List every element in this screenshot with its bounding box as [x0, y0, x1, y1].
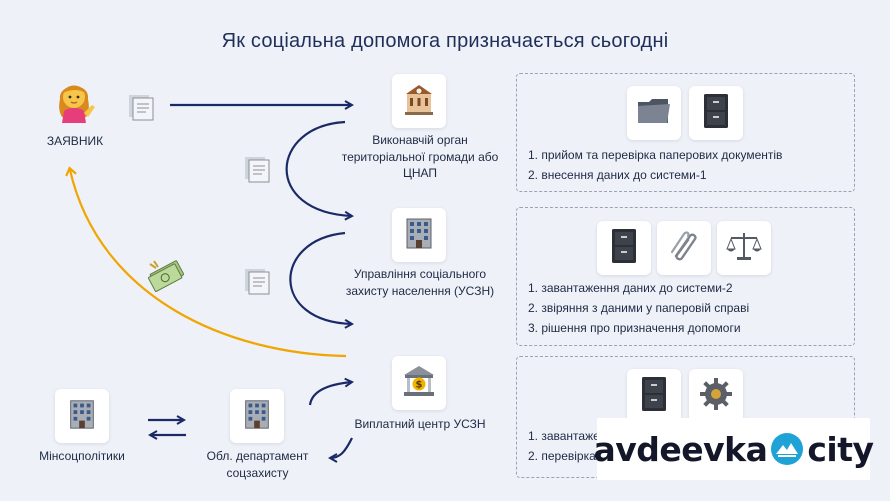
payment-center-tile: $ [392, 356, 446, 410]
step-item: 2. перевірка [528, 449, 596, 463]
steps-group-2 [516, 207, 855, 346]
applicant-label: ЗАЯВНИК [46, 134, 104, 148]
cabinet-tile [689, 86, 743, 140]
step-item: 2. внесення даних до системи-1 [528, 168, 707, 182]
office-building-icon [240, 397, 274, 436]
paperclip-tile [657, 221, 711, 275]
arrow-payment-to-dept [330, 437, 353, 458]
arrow-executive-to-usszn [285, 120, 352, 216]
person-raising-hand-icon [50, 75, 98, 123]
document-icon [243, 267, 273, 300]
gear-tile [689, 369, 743, 423]
regional-dept-tile [230, 389, 284, 443]
document-icon [127, 93, 157, 126]
executive-line: Виконавчій орган [372, 133, 468, 147]
steps-group-1 [516, 73, 855, 192]
cabinet-tile [597, 221, 651, 275]
usszn-line: Управління соціального [353, 267, 487, 281]
office-building-icon [65, 397, 99, 436]
steps-list-1: 1. прийом та перевірка паперових докумен… [528, 145, 782, 185]
step-item: 3. рішення про призначення допомоги [528, 321, 741, 335]
page-title: Як соціальна допомога призначається сьог… [221, 30, 669, 52]
usszn-line: захисту населення (УСЗН) [345, 283, 495, 298]
office-building-icon [401, 215, 437, 256]
steps-list-2: 1. завантаження даних до системи-2 2. зв… [528, 278, 749, 338]
file-cabinet-icon [701, 92, 731, 135]
city-hall-icon [400, 80, 438, 123]
folder-icon [635, 94, 673, 133]
arrow-payment-to-applicant [65, 166, 347, 358]
executive-line: ЦНАП [402, 166, 438, 180]
step-item: 1. завантаження даних до системи-2 [528, 281, 733, 295]
regional-dept-line: Обл. департамент [206, 449, 309, 463]
scales-tile [717, 221, 771, 275]
paperclip-icon [666, 228, 702, 269]
step-item: 1. прийом та перевірка паперових докумен… [528, 148, 783, 162]
usszn-label: Управління соціального захисту населення… [320, 266, 520, 299]
payment-center-label: Виплатний центр УСЗН [354, 417, 486, 431]
arrow-usszn-down [289, 231, 352, 324]
arrow-dept-to-payment [308, 382, 352, 406]
gear-icon [697, 375, 735, 418]
watermark-logo: avdeevka city [593, 418, 874, 480]
cabinet-tile [627, 369, 681, 423]
document-icon [243, 155, 273, 188]
usszn-tile [392, 208, 446, 262]
watermark-left: avdeevka [593, 429, 768, 469]
scales-icon [725, 229, 763, 268]
regional-dept-label: Обл. департамент соцзахисту [195, 448, 320, 481]
bank-icon: $ [400, 362, 438, 405]
file-cabinet-icon [639, 375, 669, 418]
watermark-right: city [807, 429, 874, 469]
svg-text:$: $ [416, 379, 423, 390]
step-item: 2. звіряння з даними у паперовій справі [528, 301, 750, 315]
ministry-label: Мінсоцполітики [39, 449, 125, 463]
executive-line: територіальної громади або [341, 149, 499, 164]
logo-circle-icon [770, 432, 804, 466]
executive-label: Виконавчій орган територіальної громади … [330, 132, 510, 182]
folder-tile [627, 86, 681, 140]
money-icon [146, 258, 186, 297]
ministry-tile [55, 389, 109, 443]
city-hall-tile [392, 74, 446, 128]
regional-dept-line: соцзахисту [226, 465, 289, 480]
file-cabinet-icon [609, 227, 639, 270]
